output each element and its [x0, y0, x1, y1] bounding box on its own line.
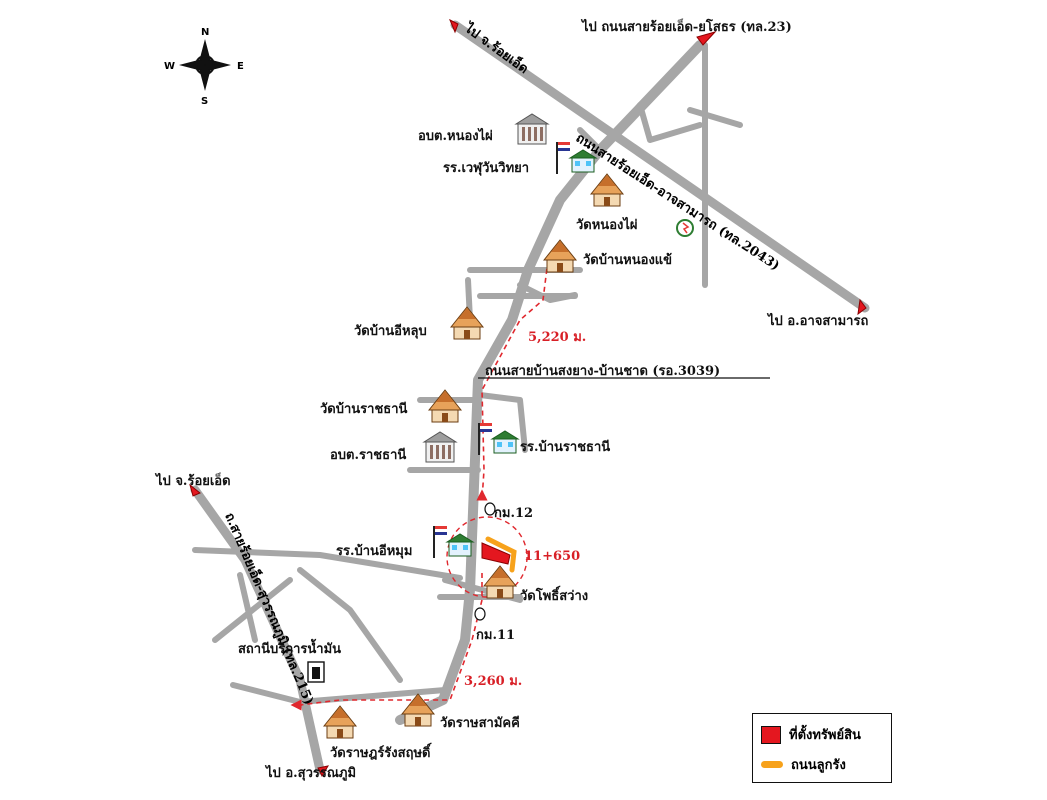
legend-driveway-swatch — [761, 761, 783, 768]
temple-icon — [428, 389, 462, 423]
school-icon — [432, 525, 474, 559]
compass-icon — [179, 39, 231, 91]
road-label-to-roiet-left: ไป จ.ร้อยเอ็ด — [156, 474, 231, 489]
road-3039 — [395, 40, 705, 725]
label-wat-rat-rangsan: วัดราษฎร์รังสฤษดิ์ — [330, 746, 431, 761]
label-chainage: 11+650 — [524, 549, 581, 564]
temple-icon — [590, 173, 624, 207]
compass-n: N — [201, 27, 209, 38]
label-school-ban-ratchathani: รร.บ้านราชธานี — [520, 440, 611, 455]
label-wat-ban-nongkhae: วัดบ้านหนองแข้ — [583, 253, 673, 268]
road-label-to-roiet-top: ไป จ.ร้อยเอ็ด — [460, 17, 533, 77]
legend-row-property: ที่ตั้งทรัพย์สิน — [761, 724, 861, 745]
office-icon — [423, 431, 457, 463]
label-obt-ratchathani: อบต.ราชธานี — [330, 448, 407, 463]
gas-station-icon — [307, 661, 325, 683]
temple-icon — [543, 239, 577, 273]
legend-driveway-label: ถนนลูกรัง — [791, 758, 846, 773]
km12-marker-icon — [484, 502, 496, 516]
km11-marker-icon — [474, 607, 486, 621]
label-wat-ban-ratchathani: วัดบ้านราชธานี — [320, 402, 408, 417]
label-distance-south: 3,260 ม. — [464, 674, 523, 689]
legend-property-swatch — [761, 725, 781, 744]
road-label-to-yasothon: ไป ถนนสายร้อยเอ็ด-ยโสธร (ทล.23) — [582, 20, 792, 35]
road-label-3039: ถนนสายบ้านสงยาง-บ้านชาด (รอ.3039) — [485, 364, 721, 379]
legend-row-driveway: ถนนลูกรัง — [761, 754, 846, 775]
label-gas-station: สถานีบริการน้ำมัน — [238, 642, 342, 657]
compass-w: W — [164, 61, 175, 72]
utility-icon — [676, 219, 694, 237]
label-wat-phosawang: วัดโพธิ์สว่าง — [520, 589, 589, 604]
compass-s: S — [201, 96, 208, 107]
temple-icon — [323, 705, 357, 739]
road-label-to-suwannaphum: ไป อ.สุวรรณภูมิ — [266, 766, 357, 781]
road-label-to-atsamat: ไป อ.อาจสามารถ — [768, 314, 869, 329]
highway-215 — [190, 485, 325, 775]
legend-property-label: ที่ตั้งทรัพย์สิน — [789, 728, 861, 743]
label-school-ban-ihum: รร.บ้านอีหมุม — [336, 544, 413, 559]
compass-e: E — [237, 61, 244, 72]
office-icon — [515, 113, 549, 145]
label-wat-ban-ilup: วัดบ้านอีหลุบ — [354, 324, 427, 339]
highway-2043 — [450, 20, 870, 313]
label-distance-north: 5,220 ม. — [528, 330, 587, 345]
label-obt-nongphai: อบต.หนองไผ่ — [418, 129, 493, 144]
label-school-wephu: รร.เวฬุวันวิทยา — [443, 161, 530, 176]
label-km11: กม.11 — [476, 628, 516, 643]
label-km12: กม.12 — [494, 506, 534, 521]
driveway-marker — [485, 536, 517, 573]
temple-icon — [401, 693, 435, 727]
temple-icon — [450, 306, 484, 340]
road-label-hwy215: ถ.สายร้อยเอ็ด-สุวรรณภูมิ (ทล.215) — [221, 510, 319, 708]
legend: ที่ตั้งทรัพย์สิน ถนนลูกรัง — [752, 713, 892, 783]
label-wat-nongphai: วัดหนองไผ่ — [576, 218, 638, 233]
label-wat-ratsamakkhi: วัดราษสามัคคี — [440, 716, 520, 731]
property-marker — [481, 542, 511, 565]
